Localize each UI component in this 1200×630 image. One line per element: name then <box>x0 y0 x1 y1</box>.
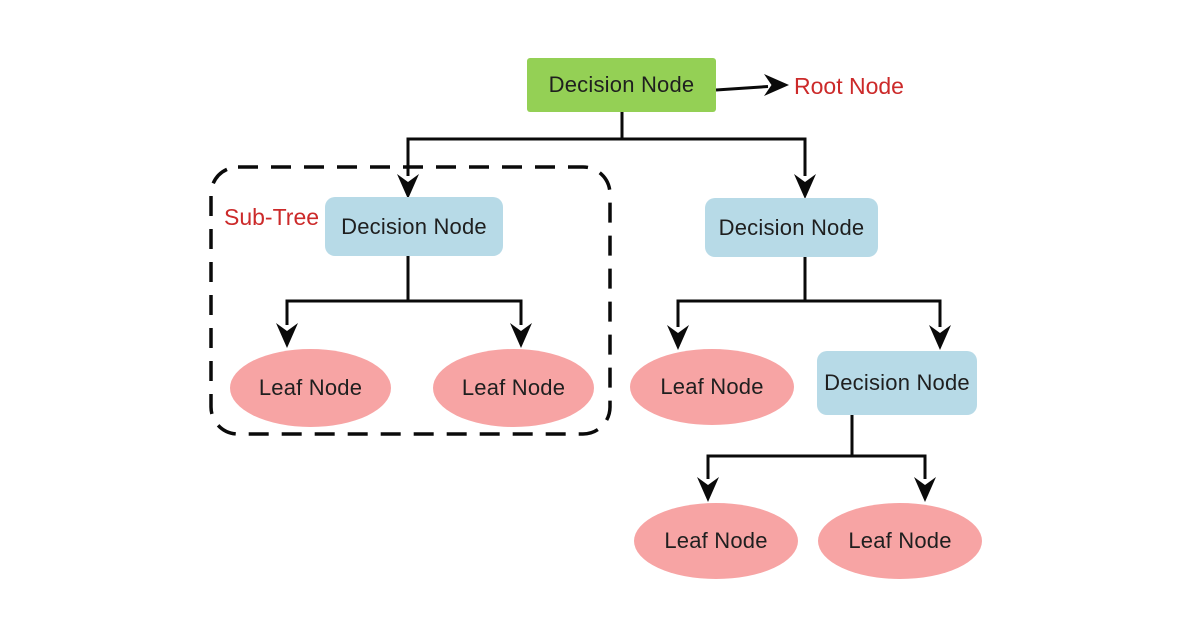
annotation-sub-tree: Sub-Tree <box>224 204 320 230</box>
arrowhead-down-icon <box>276 323 298 348</box>
node-subtree-decision-label: Decision Node <box>341 213 487 239</box>
node-right-decision-label: Decision Node <box>718 214 865 240</box>
node-right-leaf-label: Leaf Node <box>660 374 764 399</box>
node-lower-leaf-left-label: Leaf Node <box>664 528 768 553</box>
edge-right-decision-to-children <box>667 257 951 350</box>
edge-root-to-children <box>397 112 816 199</box>
arrowhead-down-icon <box>667 325 689 350</box>
node-subtree-decision: Decision Node <box>325 197 503 256</box>
arrowhead-down-icon <box>914 477 936 502</box>
node-lower-leaf-right: Leaf Node <box>818 503 982 579</box>
node-lower-decision: Decision Node <box>817 351 977 415</box>
node-subtree-leaf-left: Leaf Node <box>230 349 391 427</box>
annotation-root-node: Root Node <box>794 73 904 99</box>
subtree-dashed-border <box>209 165 612 436</box>
arrowhead-right-icon <box>764 74 789 96</box>
arrowhead-down-icon <box>794 174 816 199</box>
arrowhead-down-icon <box>397 174 419 199</box>
edge-subtree-decision-to-leaves <box>276 256 532 348</box>
node-subtree-leaf-left-label: Leaf Node <box>258 375 363 400</box>
node-root-decision-label: Decision Node <box>548 72 695 97</box>
node-lower-leaf-right-label: Leaf Node <box>848 528 952 553</box>
node-subtree-leaf-right: Leaf Node <box>433 349 594 427</box>
arrowhead-down-icon <box>929 325 951 350</box>
arrowhead-down-icon <box>510 323 532 348</box>
node-root-decision: Decision Node <box>527 58 716 112</box>
arrowhead-down-icon <box>697 477 719 502</box>
node-subtree-leaf-right-label: Leaf Node <box>461 375 566 400</box>
node-right-decision: Decision Node <box>705 198 878 257</box>
node-lower-decision-label: Decision Node <box>824 370 970 395</box>
edge-lower-decision-to-leaves <box>697 415 936 502</box>
node-lower-leaf-left: Leaf Node <box>634 503 798 579</box>
node-right-leaf: Leaf Node <box>630 349 794 425</box>
edge-root-to-annotation <box>715 74 789 96</box>
